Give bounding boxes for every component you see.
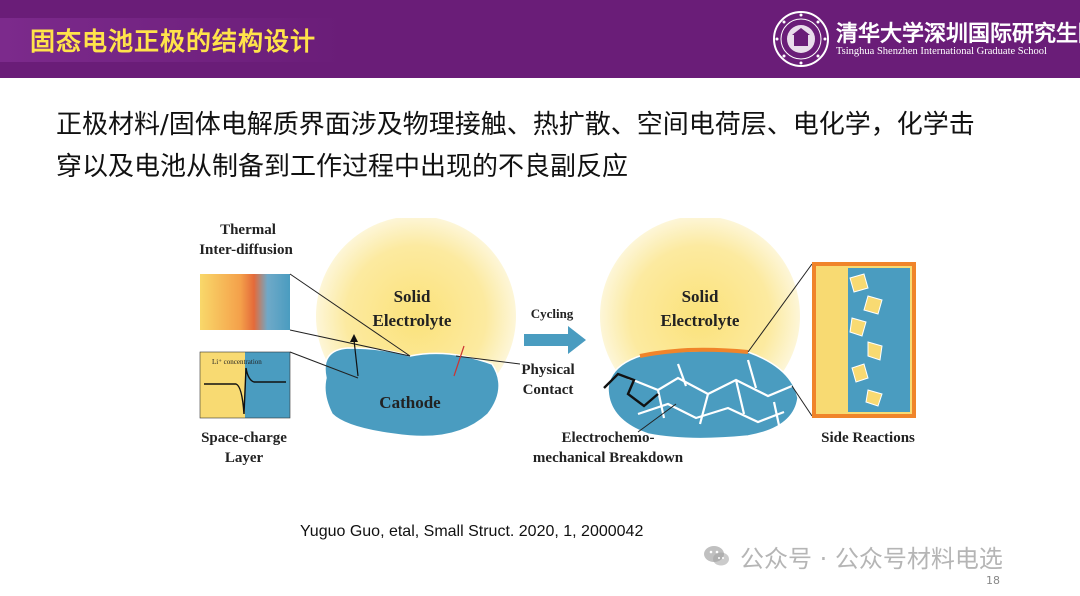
university-logo: 清华大学深圳国际研究生院 Tsinghua Shenzhen Internati… (772, 10, 1080, 68)
solid-label-right: Solid (682, 287, 719, 306)
citation: Yuguo Guo, etal, Small Struct. 2020, 1, … (300, 523, 644, 540)
space-charge-label-1: Space-charge (201, 430, 287, 446)
solid-label-left: Solid (394, 287, 431, 306)
cathode-label: Cathode (379, 393, 441, 412)
crack-network (627, 359, 793, 431)
thermal-label-1: Thermal (220, 222, 276, 238)
body-paragraph: 正极材料/固体电解质界面涉及物理接触、热扩散、空间电荷层、电化学，化学击 穿以及… (56, 104, 1036, 188)
contact-label: Contact (523, 382, 574, 398)
body-line-1: 正极材料/固体电解质界面涉及物理接触、热扩散、空间电荷层、电化学，化学击 (56, 110, 975, 140)
cycling-arrow (524, 326, 586, 354)
body-line-2: 穿以及电池从制备到工作过程中出现的不良副反应 (56, 152, 629, 182)
wechat-watermark: 公众号 · 公众号材料电选 (702, 538, 1003, 574)
space-charge-curve (204, 367, 286, 415)
slide-title: 固态电池正极的结构设计 (0, 18, 345, 62)
page-number: 18 (986, 574, 1000, 587)
interface-diagram: Thermal Inter-diffusion Li⁺ concentratio… (199, 218, 916, 466)
li-concentration-label: Li⁺ concentration (212, 358, 262, 366)
physical-label: Physical (521, 362, 574, 378)
side-reactions-label: Side Reactions (821, 430, 915, 446)
electrolyte-label-left: Electrolyte (373, 311, 452, 330)
breakdown-path (603, 372, 659, 408)
interphase-layer (639, 347, 749, 358)
space-charge-label-2: Layer (225, 450, 264, 466)
logo-chinese-name: 清华大学深圳国际研究生院 (836, 21, 1080, 47)
cycling-label: Cycling (531, 306, 574, 321)
thermal-gradient-box (200, 274, 290, 330)
wechat-icon (704, 546, 729, 566)
header-bar: 固态电池正极的结构设计 清华大学深圳国际研究生院 Tsinghua Shenzh… (0, 0, 1080, 78)
breakdown-label-2: mechanical Breakdown (533, 450, 684, 466)
electrolyte-label-right: Electrolyte (661, 311, 740, 330)
logo-english-name: Tsinghua Shenzhen International Graduate… (836, 46, 1047, 57)
university-seal-icon (773, 11, 829, 67)
breakdown-label-1: Electrochemo- (561, 430, 654, 446)
thermal-label-2: Inter-diffusion (199, 242, 293, 258)
side-reaction-grains (849, 273, 883, 407)
watermark-text: 公众号 · 公众号材料电选 (740, 544, 1003, 573)
